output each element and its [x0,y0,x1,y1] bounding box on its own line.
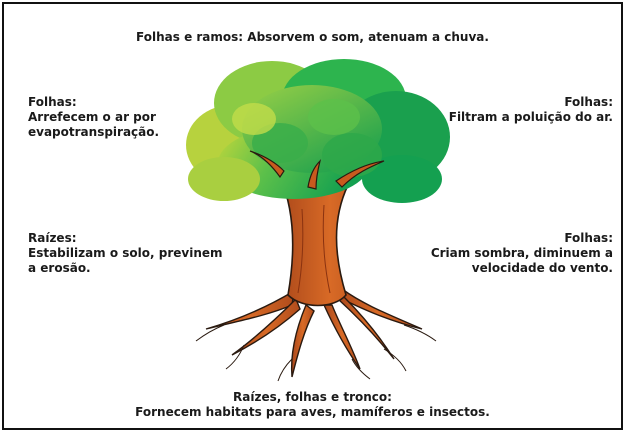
label-leaves-cooling-line2: evapotranspiração. [28,125,160,139]
infographic-frame: Folhas e ramos: Absorvem o som, atenuam … [2,2,623,430]
label-leaves-shade-line1: Criam sombra, diminuem a [430,246,613,260]
tree-canopy [186,59,450,203]
label-leaves-pollution-line1: Filtram a poluição do ar. [448,110,613,124]
tree-illustration [186,59,450,382]
label-leaves-cooling-line1: Arrefecem o ar por [28,110,156,124]
label-leaves-shade-title: Folhas: [564,231,613,245]
label-habitats-line1: Raízes, folhas e tronco: [233,390,392,404]
label-roots-erosion-title: Raízes: [28,231,77,245]
label-leaves-shade: Folhas: Criam sombra, diminuem a velocid… [431,231,613,276]
label-habitats: Raízes, folhas e tronco: Fornecem habita… [4,390,621,420]
label-leaves-pollution-title: Folhas: [564,95,613,109]
label-leaves-cooling: Folhas: Arrefecem o ar por evapotranspir… [28,95,159,140]
label-roots-erosion: Raízes: Estabilizam o solo, previnem a e… [28,231,223,276]
label-roots-erosion-line2: a erosão. [28,261,91,275]
label-leaves-cooling-title: Folhas: [28,95,77,109]
label-leaves-branches: Folhas e ramos: Absorvem o som, atenuam … [4,30,621,45]
label-habitats-line2: Fornecem habitats para aves, mamíferos e… [135,405,490,419]
label-leaves-pollution: Folhas: Filtram a poluição do ar. [449,95,613,125]
label-leaves-shade-line2: velocidade do vento. [471,261,613,275]
tree-branches [249,150,385,190]
label-roots-erosion-line1: Estabilizam o solo, previnem [28,246,223,260]
label-leaves-branches-text: Folhas e ramos: Absorvem o som, atenuam … [136,30,489,44]
tree-roots [205,288,423,378]
